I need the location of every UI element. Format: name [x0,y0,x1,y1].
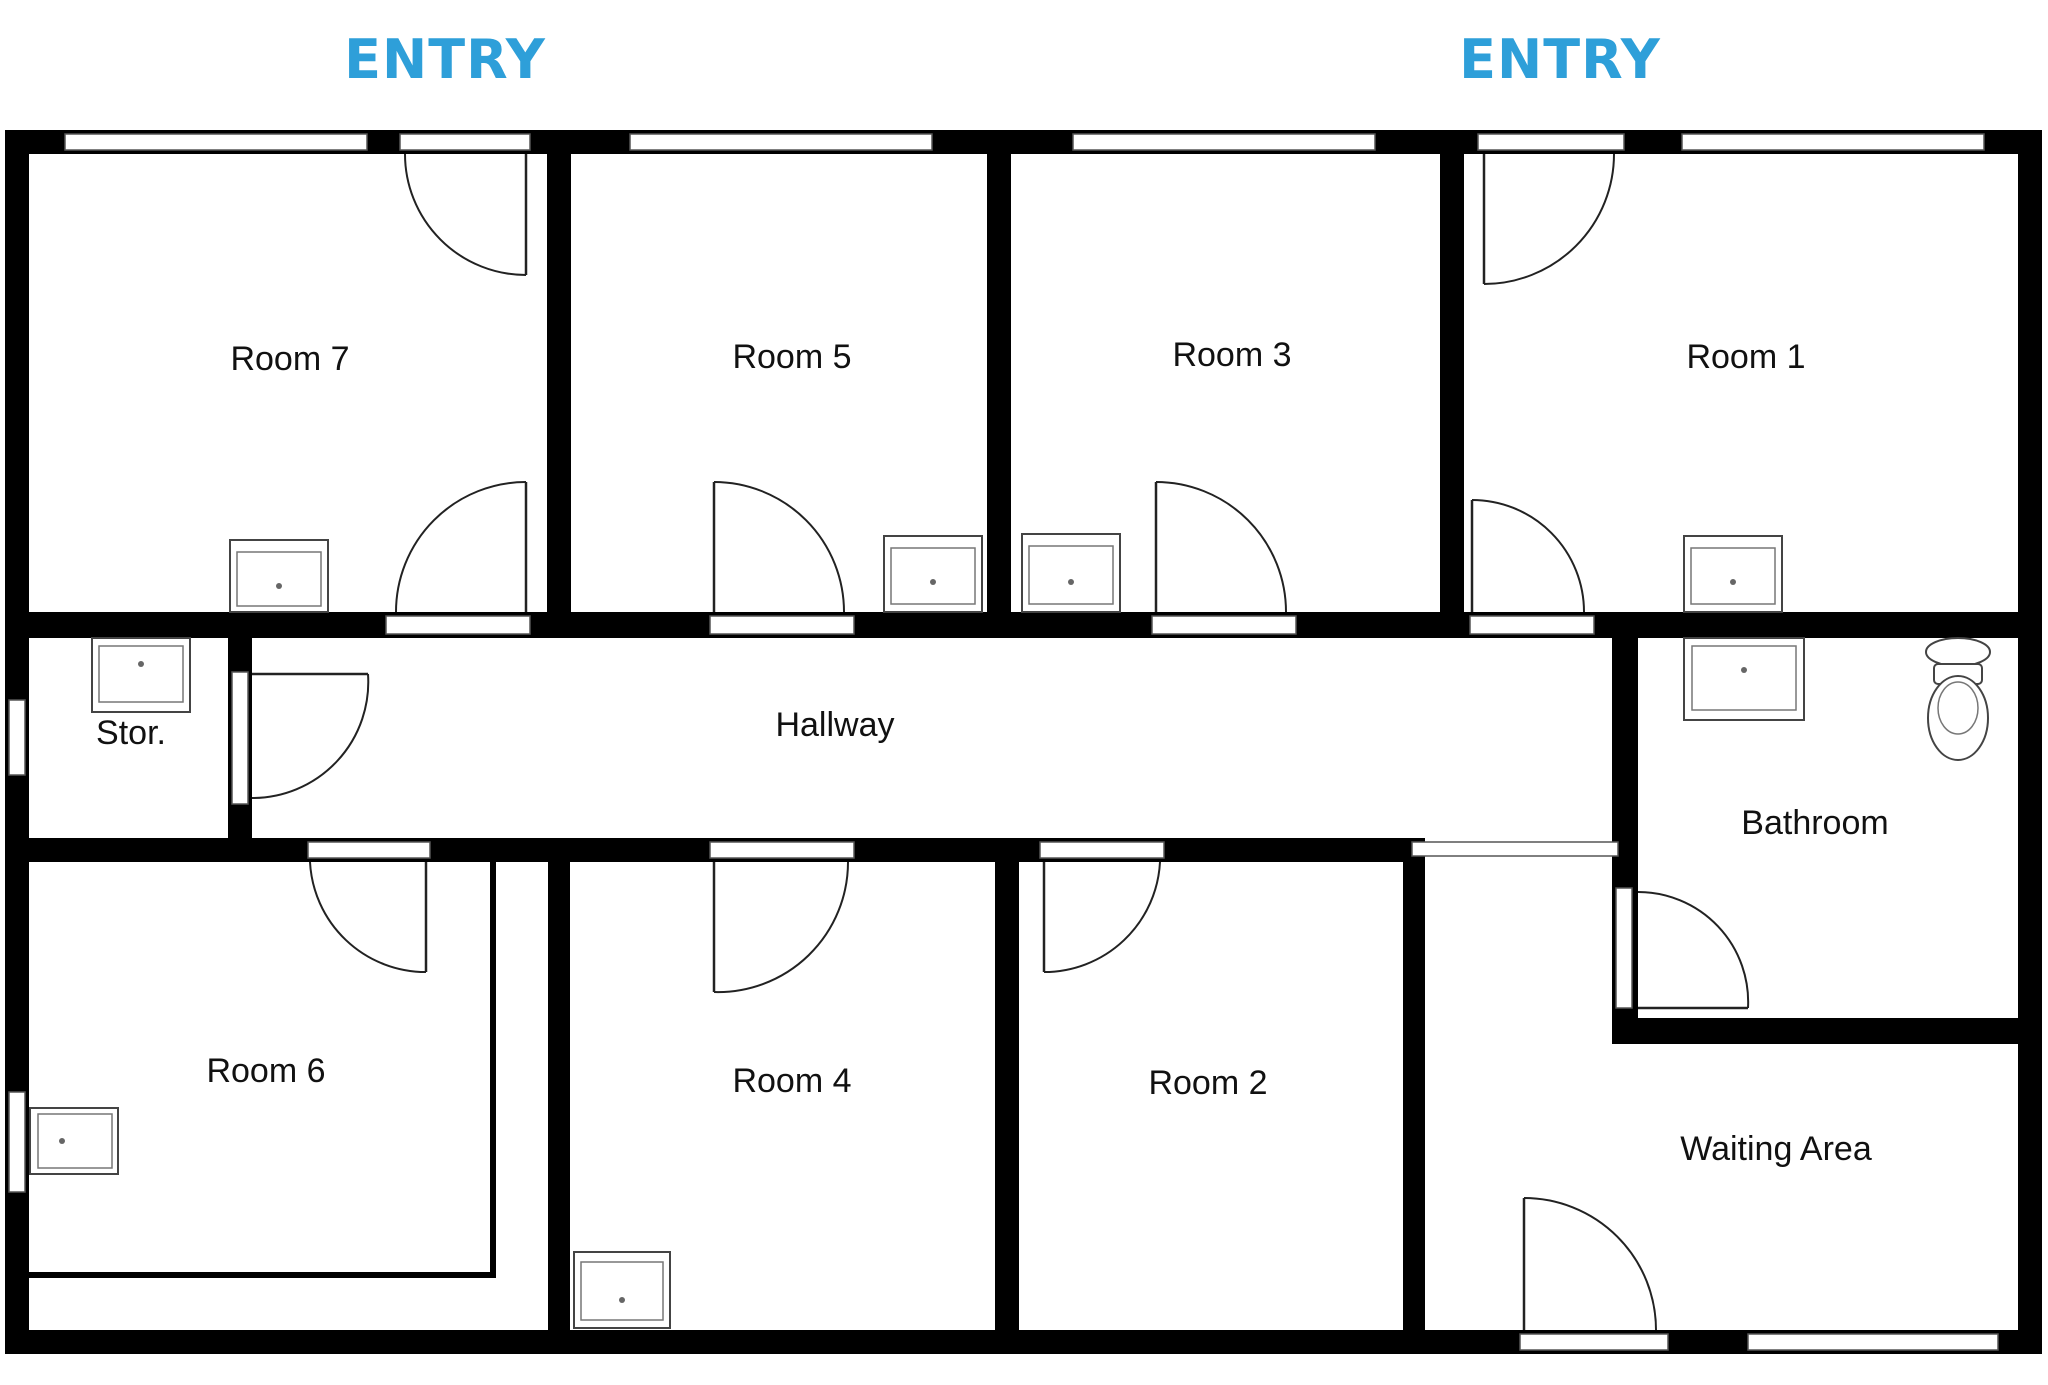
door-opening [1469,615,1595,635]
sink-icon [883,535,983,613]
window-icon [1072,133,1376,151]
entry-label-left: ENTRY [344,28,546,91]
window-icon [64,133,368,151]
window-icon [8,1091,26,1193]
door-opening [1151,615,1297,635]
sink-icon [1683,637,1805,721]
fixtures [29,533,1991,1329]
entry-label-right: ENTRY [1459,28,1661,91]
doors [251,153,1750,1331]
hallway-label: Hallway [775,706,894,744]
door-icon [404,153,528,276]
door-icon [395,481,528,613]
door-icon [712,861,849,994]
window-icon [1477,133,1625,151]
door-opening [709,615,855,635]
toilet-icon [1925,637,1991,761]
door-icon [712,481,845,613]
windows [8,133,1999,1351]
sink-icon [1683,535,1783,613]
door-icon [1042,861,1161,974]
window-icon [1519,1333,1669,1351]
window-icon [1747,1333,1999,1351]
room-4-label: Room 4 [732,1062,851,1100]
door-icon [1482,153,1615,285]
door-opening [1615,887,1633,1009]
door-opening [385,615,531,635]
sink-icon [29,1107,119,1175]
door-opening [1411,841,1619,857]
door-icon [251,672,370,800]
door-opening [231,671,249,805]
room-1-label: Room 1 [1686,338,1805,376]
storage-label: Stor. [96,714,166,752]
room-7-label: Room 7 [230,340,349,378]
door-icon [1637,890,1750,1010]
door-icon [1522,1197,1657,1331]
door-opening [307,841,431,859]
window-icon [8,699,26,776]
sink-icon [91,637,191,713]
waiting-area-label: Waiting Area [1680,1130,1872,1168]
door-icon [1154,481,1287,613]
sink-icon [229,539,329,613]
door-opening [709,841,855,859]
window-icon [1681,133,1985,151]
room-6-label: Room 6 [206,1052,325,1090]
window-icon [399,133,531,151]
walls [5,130,2042,1354]
door-icon [309,861,428,974]
room-2-label: Room 2 [1148,1064,1267,1102]
sink-icon [1021,533,1121,613]
room-5-label: Room 5 [732,338,851,376]
door-icon [1470,499,1585,613]
sink-icon [573,1251,671,1329]
door-opening [1039,841,1165,859]
window-icon [629,133,933,151]
room-3-label: Room 3 [1172,336,1291,374]
bathroom-label: Bathroom [1741,804,1888,842]
